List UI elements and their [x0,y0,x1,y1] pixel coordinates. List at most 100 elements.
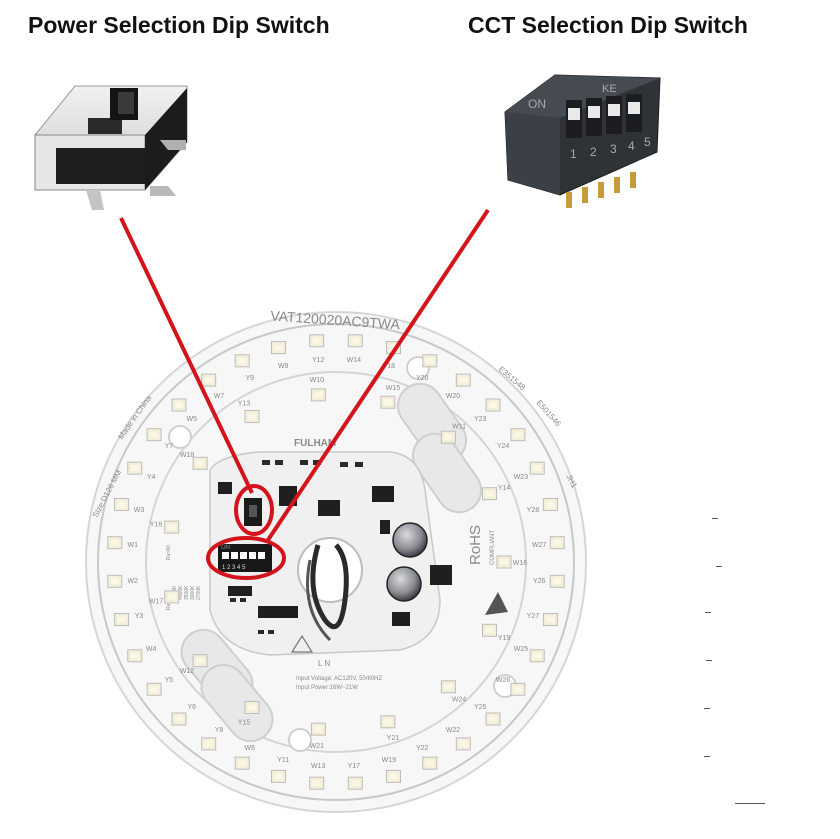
led-label: Y18 [383,363,396,370]
led-label: Y23 [474,416,487,423]
led-label: W19 [382,757,397,764]
led-phosphor [204,740,213,747]
led-label: Y24 [497,443,510,450]
led-label: Y6 [188,704,197,711]
led-phosphor [546,616,555,623]
led-phosphor [314,726,323,733]
dip-digit-1: 1 [570,147,577,161]
led-label: Y7 [165,443,174,450]
led-phosphor [533,652,542,659]
artifact-dash [712,518,718,519]
led-label: W2 [128,578,139,585]
led-phosphor [425,760,434,767]
led-phosphor [238,760,247,767]
led-phosphor [485,490,494,497]
led-label: W11 [452,423,466,430]
led-phosphor [238,357,247,364]
led-phosphor [110,578,119,585]
led-phosphor [248,704,256,711]
led-phosphor [167,524,176,531]
slide-switch-image [34,85,188,210]
led-phosphor [389,344,398,351]
led-label: W17 [149,598,164,605]
dip-on-text: ON [528,97,546,111]
board-dip-on: ON [221,545,230,551]
led-label: W25 [514,646,529,653]
artifact-dash [716,566,722,567]
led-label: Y9 [246,375,255,382]
led-phosphor [110,539,119,546]
led-phosphor [489,716,497,722]
led-phosphor [444,434,453,441]
led-label: Y16 [150,522,163,529]
dip-digit-4: 4 [628,139,635,153]
led-phosphor [150,686,159,693]
led-phosphor [383,399,392,406]
led-phosphor [389,773,398,780]
led-label: Y14 [498,485,511,492]
led-phosphor [351,780,360,787]
led-phosphor [459,377,468,384]
led-phosphor [500,559,508,565]
led-phosphor [485,627,494,634]
power-switch-highlight [234,484,274,536]
led-label: W22 [446,727,461,734]
led-label: Y27 [527,613,540,620]
led-label: Y26 [533,578,546,585]
board-brand-text: FULHAM [294,438,336,449]
led-label: Y5 [165,677,174,684]
dip-digit-3: 3 [610,142,617,156]
led-label: Y15 [238,719,251,726]
board-dip-digits: 1 2 3 4 5 [222,565,246,571]
led-phosphor [553,578,562,585]
led-phosphor [489,402,497,408]
led-phosphor [130,652,139,659]
led-phosphor [312,780,321,787]
led-label: W3 [134,507,145,514]
led-label: W4 [146,646,157,653]
cct-dip-switch-image: ON KE 1 2 3 4 5 [504,74,661,208]
led-phosphor [459,740,468,747]
led-label: Y28 [527,507,540,514]
led-phosphor [150,431,159,438]
led-label: Y4 [147,474,156,481]
led-phosphor [533,465,542,472]
led-label: W27 [532,542,547,549]
cct-option-4: 4000K [178,585,184,600]
cct-selection-title: CCT Selection Dip Switch [468,12,748,38]
led-label: Y11 [277,757,289,764]
rohs-text: RoHS [467,525,484,565]
artifact-dash [735,803,765,804]
led-label: W24 [452,697,467,704]
led-label: Y13 [238,401,251,408]
led-label: W21 [310,743,325,750]
led-phosphor [117,616,126,623]
led-label: W1 [128,542,139,549]
led-label: Y20 [416,375,429,382]
led-phosphor [196,460,205,467]
led-label: W10 [310,377,325,384]
power-selection-title: Power Selection Dip Switch [28,12,330,38]
led-label: W18 [180,452,195,459]
led-phosphor [248,413,256,420]
led-label: Y22 [416,745,429,752]
led-phosphor [383,718,392,725]
led-label: Y8 [215,727,224,734]
led-phosphor [553,539,562,546]
artifact-dash [704,756,710,757]
dip-digit-5: 5 [644,135,651,149]
led-phosphor [314,391,323,398]
led-label: W15 [386,385,401,392]
led-label: W12 [180,668,195,675]
cct-switch-highlight [206,536,286,580]
ln-text: L N [318,659,330,668]
artifact-dash [705,612,711,613]
rohs-sub-text: COMPLIANT [490,530,496,565]
led-label: W13 [311,763,326,770]
led-phosphor [513,686,522,693]
led-phosphor [444,683,453,690]
led-phosphor [196,657,205,664]
led-label: W26 [496,677,511,684]
led-label: Y19 [498,635,511,642]
led-phosphor [175,716,183,722]
